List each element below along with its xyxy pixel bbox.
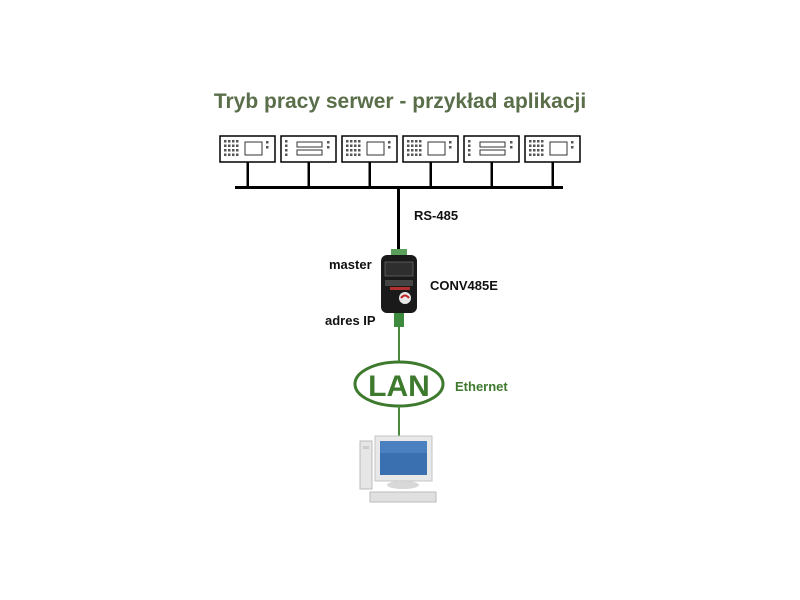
device-dual-display — [280, 135, 337, 186]
ethernet-cable — [398, 327, 400, 365]
converter-name-label: CONV485E — [430, 278, 498, 293]
device-row — [219, 135, 581, 186]
device-drop-line — [490, 162, 493, 186]
device-drop-line — [246, 162, 249, 186]
device-drop-line — [307, 162, 310, 186]
lan-label: LAN — [368, 370, 430, 403]
diagram-title: Tryb pracy serwer - przykład aplikacji — [213, 90, 587, 113]
device-drop-line — [368, 162, 371, 186]
computer-icon — [359, 435, 437, 503]
rs485-label: RS-485 — [414, 208, 459, 223]
device-keypad-display — [402, 135, 459, 186]
converter-device — [381, 249, 417, 327]
ethernet-label: Ethernet — [455, 379, 508, 394]
ip-address-label: adres IP — [325, 313, 376, 328]
lan-to-pc-line — [398, 406, 400, 436]
master-label: master — [329, 257, 372, 272]
device-drop-line — [429, 162, 432, 186]
device-keypad-display — [524, 135, 581, 186]
device-dual-display — [463, 135, 520, 186]
device-drop-line — [551, 162, 554, 186]
bus-to-converter-line — [397, 186, 400, 254]
device-keypad-display — [219, 135, 276, 186]
device-keypad-display — [341, 135, 398, 186]
